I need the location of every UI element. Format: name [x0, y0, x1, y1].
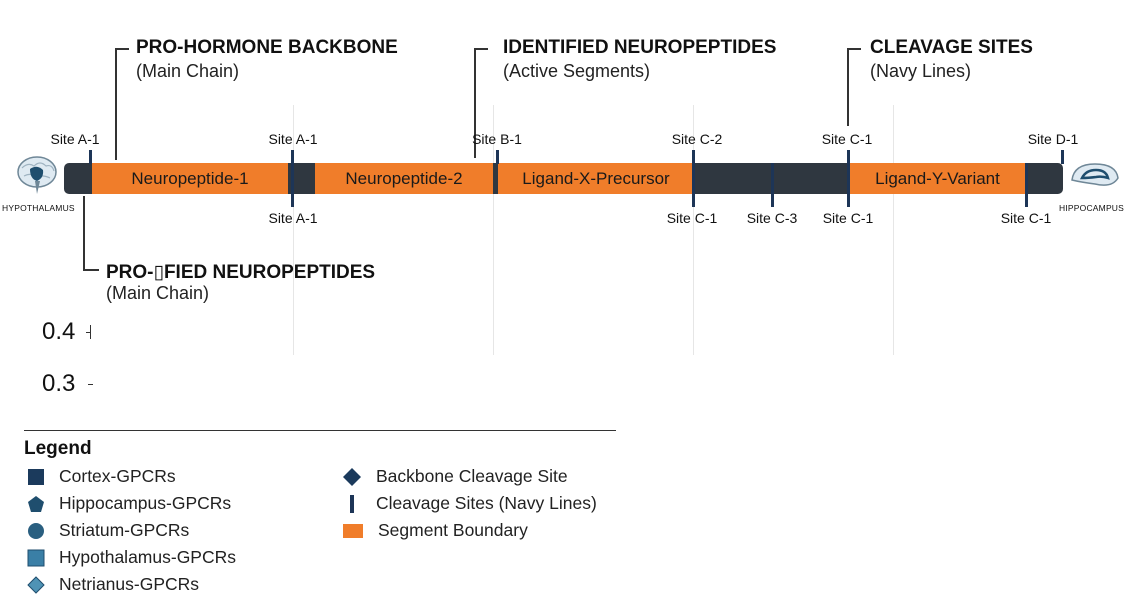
callout-profied-title: PRO-▯FIED NEUROPEPTIDES — [106, 262, 376, 283]
legend-label: Segment Boundary — [378, 520, 528, 540]
cleavage-tick — [89, 150, 92, 164]
legend-item-hippocampus: Hippocampus-GPCRs — [27, 493, 231, 514]
legend-item-hypothalamus: Hypothalamus-GPCRs — [27, 547, 236, 568]
hippocampus-icon — [1071, 163, 1119, 186]
hippocampus-label: HIPPOCAMPUS — [1059, 203, 1125, 213]
site-label-bottom: Site C-1 — [666, 210, 718, 226]
orange-rect-icon — [343, 523, 363, 538]
legend-label: Cleavage Sites (Navy Lines) — [376, 493, 597, 513]
site-label-top: Site A-1 — [268, 131, 318, 147]
legend-item-striatum: Striatum-GPCRs — [27, 520, 189, 541]
pentagon-icon — [28, 495, 44, 512]
legend-item-backbone-cleavage: Backbone Cleavage Site — [342, 466, 568, 487]
callout-leader — [847, 48, 861, 50]
cleavage-tick — [1061, 150, 1064, 164]
callout-leader — [847, 48, 849, 126]
site-label-bottom: Site C-3 — [746, 210, 798, 226]
callout-identified-title: IDENTIFIED NEUROPEPTIDES — [503, 37, 777, 58]
axis-tick-label: 0.4 — [42, 318, 76, 345]
site-label-bottom: Site C-1 — [1000, 210, 1052, 226]
hypothalamus-label: HYPOTHALAMUS — [2, 203, 75, 213]
callout-leader — [115, 48, 129, 50]
gridline — [893, 105, 894, 355]
cleavage-tick — [291, 150, 294, 207]
callout-leader — [115, 48, 117, 160]
site-label-bottom: Site C-1 — [822, 210, 874, 226]
legend-item-cleavage-lines: Cleavage Sites (Navy Lines) — [342, 493, 597, 514]
callout-backbone-title: PRO-HORMONE BACKBONE — [136, 37, 398, 58]
legend-label: Hypothalamus-GPCRs — [59, 547, 236, 567]
legend-label: Backbone Cleavage Site — [376, 466, 568, 486]
legend-divider — [24, 430, 616, 431]
segment-neuropeptide-1: Neuropeptide-1 — [92, 163, 288, 194]
callout-identified-sub: (Active Segments) — [503, 61, 651, 81]
callout-cleavage-sub: (Navy Lines) — [870, 61, 972, 81]
legend-item-segment-boundary: Segment Boundary — [342, 520, 528, 541]
callout-leader — [83, 269, 99, 271]
site-label-bottom: Site A-1 — [268, 210, 318, 226]
axis-tick-mark — [88, 384, 93, 385]
site-label-top: Site D-1 — [1027, 131, 1079, 147]
callout-leader — [83, 196, 85, 270]
diamond-icon — [343, 467, 361, 486]
segment-ligand-y-variant: Ligand-Y-Variant — [849, 163, 1026, 194]
legend-label: Netrianus-GPCRs — [59, 574, 200, 594]
callout-backbone-sub: (Main Chain) — [136, 61, 240, 81]
line-icon — [350, 494, 354, 513]
callout-profied-sub: (Main Chain) — [106, 283, 210, 303]
gridline — [293, 105, 294, 355]
site-label-top: Site B-1 — [472, 131, 522, 147]
callout-leader — [474, 48, 488, 50]
callout-leader — [474, 48, 476, 158]
cleavage-tick — [771, 163, 774, 207]
square-light-icon — [27, 549, 45, 566]
legend-label: Cortex-GPCRs — [59, 466, 176, 486]
cleavage-tick — [496, 150, 499, 164]
segment-ligand-x-precursor: Ligand-X-Precursor — [498, 163, 694, 194]
square-icon — [28, 468, 44, 485]
site-label-top: Site C-1 — [821, 131, 873, 147]
legend-item-cortex: Cortex-GPCRs — [27, 466, 176, 487]
circle-icon — [28, 522, 44, 539]
site-label-top: Site C-2 — [671, 131, 723, 147]
segment-neuropeptide-2: Neuropeptide-2 — [315, 163, 493, 194]
gridline — [493, 105, 494, 355]
callout-cleavage-title: CLEAVAGE SITES — [870, 37, 1033, 58]
legend-item-netrianus: Netrianus-GPCRs — [27, 574, 199, 595]
cleavage-tick — [692, 150, 695, 207]
diamond-light-icon — [27, 575, 45, 594]
cleavage-tick — [1025, 163, 1028, 207]
site-label-top: Site A-1 — [50, 131, 100, 147]
brain-icon — [17, 156, 57, 194]
gridline — [693, 105, 694, 355]
cleavage-tick — [847, 150, 850, 207]
legend-label: Hippocampus-GPCRs — [59, 493, 232, 513]
axis-tick-label: 0.3 — [42, 370, 76, 397]
axis-tick-mark — [86, 332, 91, 333]
legend-label: Striatum-GPCRs — [59, 520, 190, 540]
legend-title: Legend — [24, 438, 92, 459]
